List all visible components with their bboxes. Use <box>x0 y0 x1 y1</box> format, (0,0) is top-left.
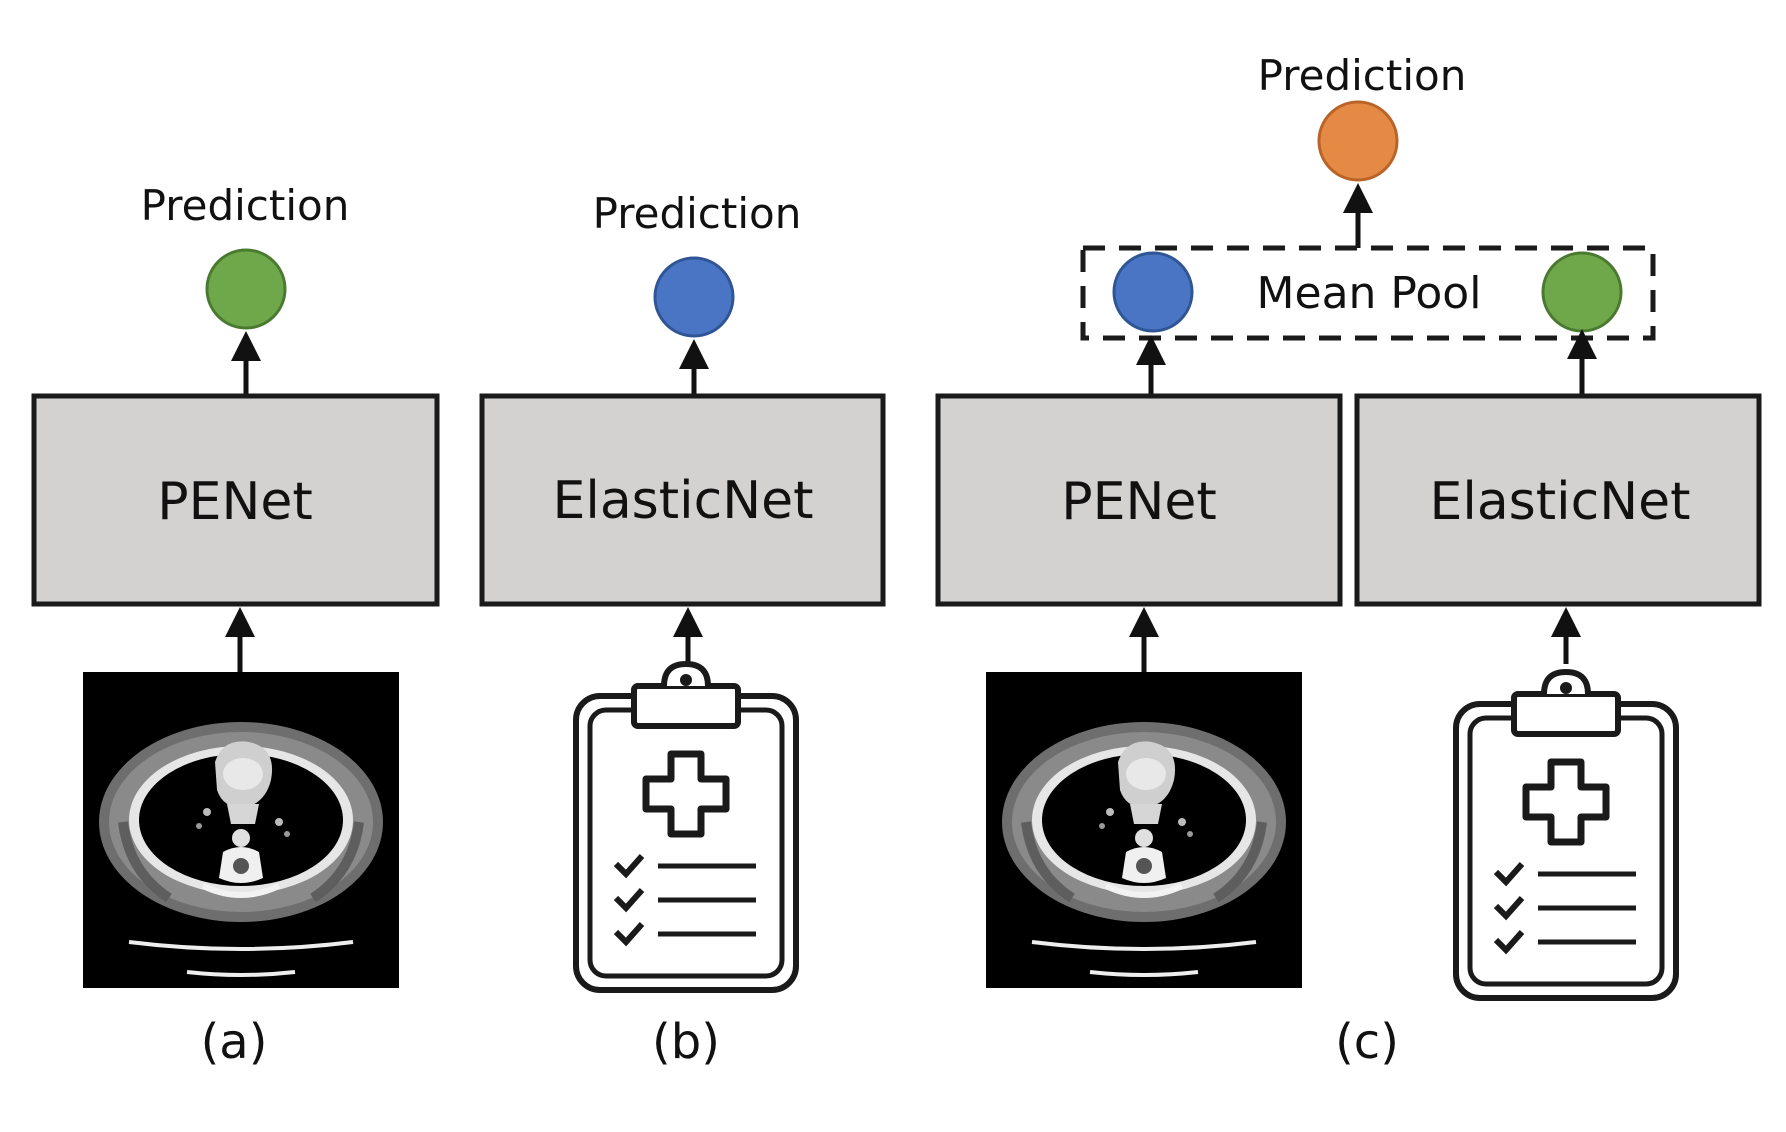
ct-scan-image-c <box>986 672 1302 988</box>
model-box-elasticnet-b <box>479 393 886 607</box>
model-label-elasticnet-c: ElasticNet <box>1430 472 1691 532</box>
pool-node-green <box>1541 251 1623 333</box>
medical-clipboard-icon-b <box>576 664 796 990</box>
ct-scan-image-a <box>83 672 399 988</box>
panel-b: Prediction ElasticNet (b) <box>479 189 886 1070</box>
panel-c: Prediction Mean Pool PENet ElasticNet (c… <box>935 51 1762 1070</box>
model-box-elasticnet-c <box>1354 393 1762 607</box>
mean-pool-label: Mean Pool <box>1257 268 1482 319</box>
caption-c: (c) <box>1335 1014 1399 1070</box>
pool-node-blue <box>1112 251 1194 333</box>
model-box-penet-c <box>935 393 1343 607</box>
mean-pool-box <box>1080 245 1656 341</box>
prediction-label-a: Prediction <box>141 181 350 230</box>
prediction-node-c-orange <box>1317 100 1399 182</box>
panel-a: Prediction PENet (a) <box>31 181 440 1070</box>
model-label-penet-a: PENet <box>157 472 313 532</box>
prediction-label-c: Prediction <box>1258 51 1467 100</box>
medical-clipboard-icon-c <box>1456 672 1676 998</box>
model-box-penet-a <box>31 393 440 607</box>
caption-a: (a) <box>201 1014 268 1070</box>
prediction-label-b: Prediction <box>593 189 802 238</box>
caption-b: (b) <box>652 1014 720 1070</box>
prediction-node-b-blue <box>653 256 735 338</box>
model-label-penet-c: PENet <box>1061 472 1217 532</box>
prediction-node-a-green <box>205 248 287 330</box>
model-label-elasticnet-b: ElasticNet <box>553 471 814 531</box>
